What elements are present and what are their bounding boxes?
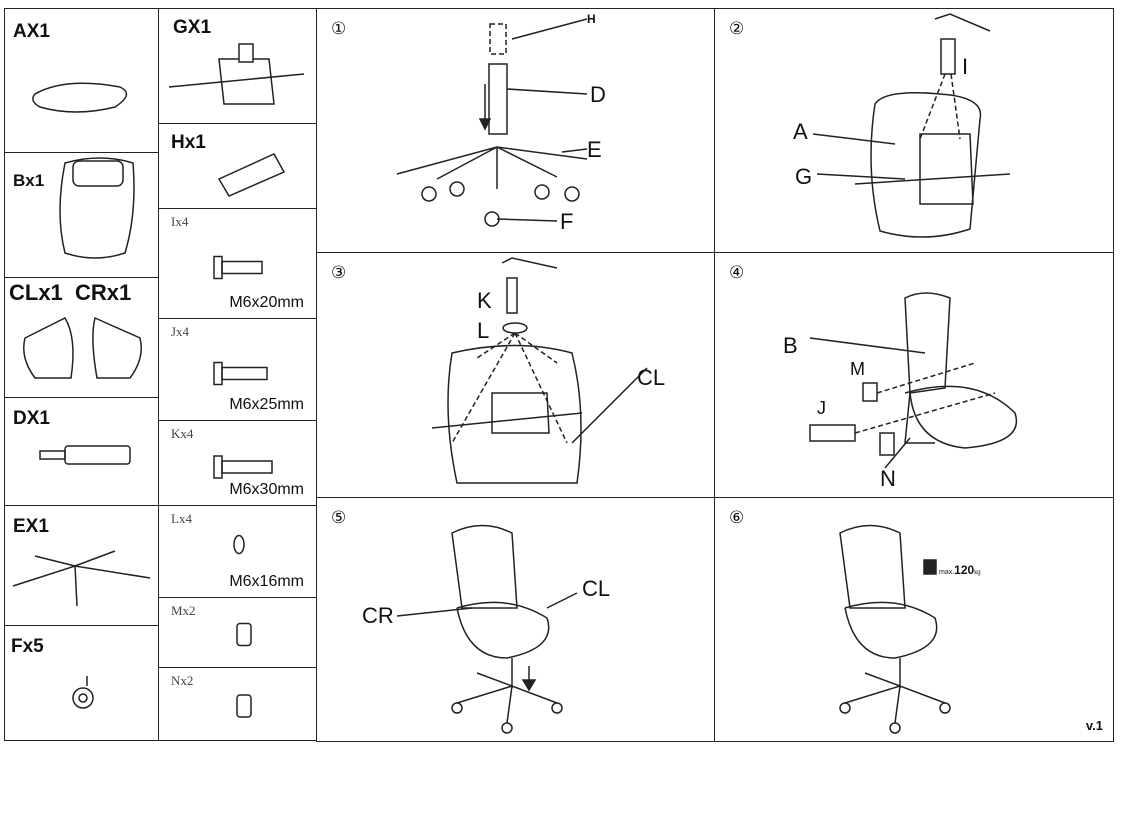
step-number: ② (729, 19, 745, 38)
part-m-cell: Mx2 (158, 597, 317, 668)
part-label: Lx4 (171, 511, 192, 526)
step-1-illustration (396, 18, 588, 227)
step-2-illustration (812, 13, 1011, 238)
step-3: ③ K L CL (316, 252, 715, 498)
part-d-cell: DX1 (4, 397, 159, 506)
part-h-cell: Hx1 (158, 123, 317, 209)
max-load-label: max.120kg (939, 563, 981, 577)
base-icon (12, 550, 151, 607)
part-g-label: GX1 (173, 17, 212, 38)
gas-lift-icon (39, 445, 131, 465)
part-b-label: Bx1 (13, 171, 45, 190)
step-2: ② I A G (714, 8, 1114, 253)
armrests-icon (23, 316, 142, 379)
step-5: ⑤ CR CL (316, 497, 715, 742)
part-b-cell: Bx1 (4, 152, 159, 278)
callout-h: H (587, 12, 596, 26)
callout-f: F (560, 209, 574, 234)
callout-n: N (880, 466, 896, 491)
callout-k: K (477, 288, 492, 313)
screw-icon (213, 255, 263, 280)
part-a-label: AX1 (13, 21, 50, 42)
callout-g: G (795, 164, 813, 189)
screw-icon (213, 361, 268, 386)
cap-icon (236, 694, 252, 718)
part-f-cell: Fx5 (4, 625, 159, 741)
sleeve-icon (217, 153, 286, 197)
step-1: ① H D E F (316, 8, 715, 253)
callout-i: I (962, 54, 969, 79)
step-4-illustration (809, 292, 1018, 469)
part-label: Jx4 (171, 324, 190, 339)
part-label: Kx4 (171, 426, 194, 441)
part-a-cell: AX1 (4, 8, 159, 153)
cap-icon (236, 622, 252, 647)
caster-icon (72, 676, 94, 709)
mechanism-icon (168, 43, 305, 105)
part-n-cell: Nx2 (158, 667, 317, 741)
part-c-cell: CLx1 CRx1 (4, 277, 159, 398)
callout-cl: CL (637, 365, 666, 390)
part-e-cell: EX1 (4, 505, 159, 626)
step-3-illustration (431, 257, 648, 484)
backrest-icon (59, 157, 135, 259)
part-label: Mx2 (171, 603, 196, 618)
part-size: M6x16mm (229, 573, 304, 590)
part-size: M6x30mm (229, 481, 304, 498)
seat-icon (32, 82, 128, 113)
step-number: ⑤ (331, 508, 347, 527)
part-size: M6x20mm (229, 294, 304, 311)
part-d-label: DX1 (13, 408, 50, 429)
step-5-illustration (396, 524, 578, 734)
screw-icon (213, 455, 273, 479)
part-label: Ix4 (171, 214, 189, 229)
step-4: ④ B M J N (714, 252, 1114, 498)
part-e-label: EX1 (13, 516, 49, 537)
step-6-illustration (839, 524, 951, 734)
step-number: ⑥ (729, 508, 745, 527)
step-6: ⑥ max.120kg v.1 (714, 497, 1114, 742)
step-number: ④ (729, 263, 745, 282)
part-g-cell: GX1 (158, 8, 317, 124)
callout-a: A (793, 119, 808, 144)
part-f-label: Fx5 (11, 636, 44, 657)
callout-j: J (817, 398, 826, 418)
part-c-label: CLx1 CRx1 (9, 280, 132, 305)
callout-cl: CL (582, 576, 611, 601)
callout-l: L (477, 318, 490, 343)
part-label: Nx2 (171, 673, 194, 688)
callout-m: M (850, 359, 865, 379)
part-size: M6x25mm (229, 396, 304, 413)
version-label: v.1 (1085, 718, 1103, 733)
washer-icon (233, 534, 245, 555)
step-number: ③ (331, 263, 347, 282)
callout-b: B (783, 333, 798, 358)
callout-cr: CR (362, 603, 394, 628)
callout-d: D (590, 82, 606, 107)
part-h-label: Hx1 (171, 132, 206, 153)
callout-e: E (587, 137, 602, 162)
step-number: ① (331, 19, 347, 38)
